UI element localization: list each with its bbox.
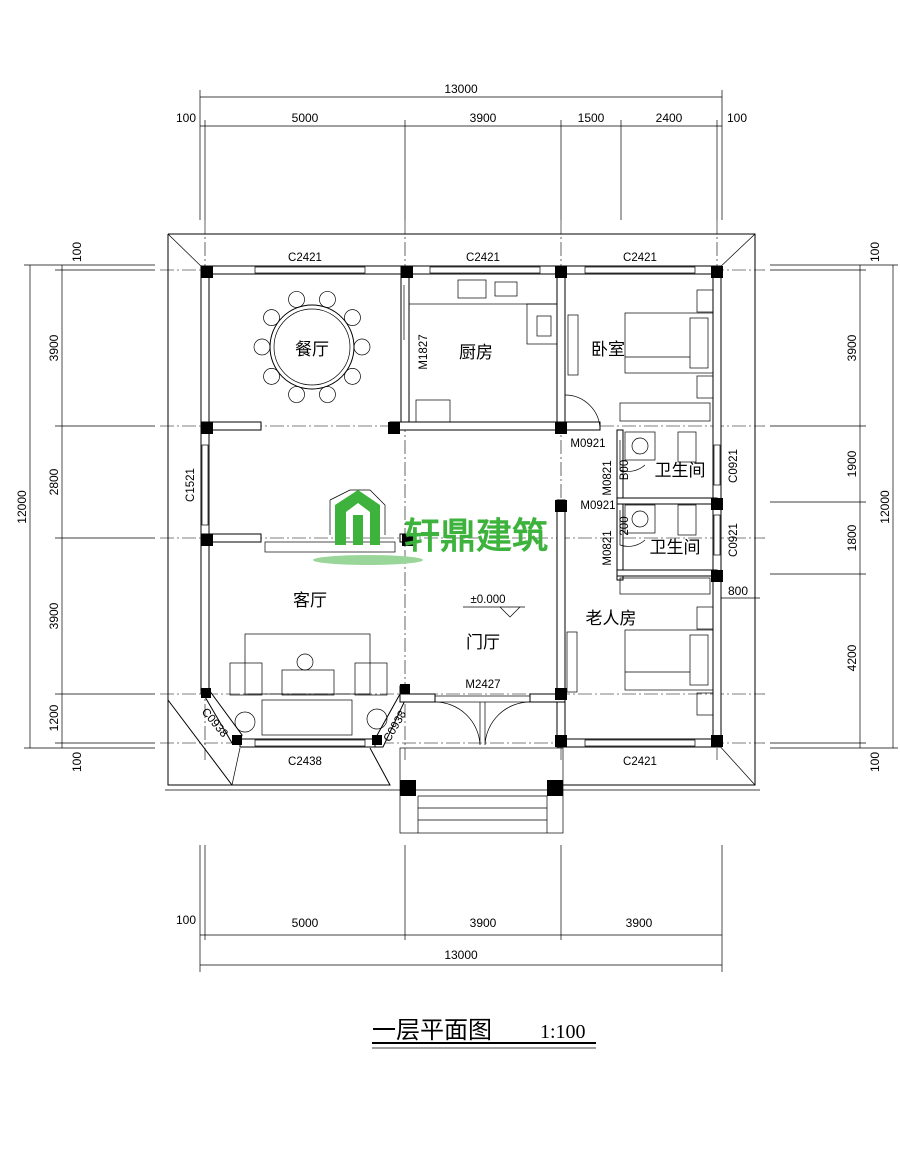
right-dim-6: 100 bbox=[868, 752, 882, 772]
room-bath-2: 卫生间 bbox=[650, 538, 701, 558]
window-tag: C2438 bbox=[288, 756, 322, 768]
window-tag: C0921 bbox=[728, 449, 740, 483]
right-dim-3: 1900 bbox=[845, 450, 859, 477]
top-total-dim: 13000 bbox=[444, 82, 478, 96]
dining-chair bbox=[263, 368, 280, 385]
window-tag: C1521 bbox=[185, 468, 197, 502]
left-dim-3: 2800 bbox=[47, 468, 61, 495]
roof-eaves bbox=[167, 233, 756, 786]
room-kitchen: 厨房 bbox=[459, 343, 493, 363]
top-dimension-lines bbox=[199, 90, 723, 220]
dining-chair bbox=[288, 291, 305, 308]
right-dim-5: 4200 bbox=[845, 644, 859, 671]
bottom-dimension-lines bbox=[199, 845, 723, 972]
interior-walls bbox=[200, 265, 718, 703]
window-tag: C2421 bbox=[623, 252, 657, 264]
left-dim-5: 1200 bbox=[47, 704, 61, 731]
stair bbox=[264, 489, 396, 553]
dining-chair bbox=[344, 309, 361, 326]
structural-columns bbox=[201, 266, 723, 796]
window-tag: C2421 bbox=[288, 252, 322, 264]
right-dimension-lines bbox=[717, 264, 898, 749]
dining-chair bbox=[288, 386, 305, 403]
drawing-scale: 1:100 bbox=[540, 1021, 586, 1043]
room-bath-1: 卫生间 bbox=[655, 461, 706, 481]
elevation-label: ±0.000 bbox=[470, 594, 505, 606]
kitchen-counter bbox=[408, 273, 558, 423]
sill-tag: B00 bbox=[619, 460, 631, 480]
right-dim-1: 100 bbox=[868, 242, 882, 262]
dining-chair bbox=[319, 386, 336, 403]
left-total-dim: 12000 bbox=[15, 490, 29, 524]
dining-chair bbox=[253, 338, 271, 356]
dining-chair bbox=[319, 291, 336, 308]
door-tag: M0921 bbox=[580, 500, 615, 512]
exterior-walls bbox=[200, 265, 722, 748]
axis-grid bbox=[160, 220, 765, 791]
top-dim-2: 5000 bbox=[292, 111, 319, 125]
bath-fixtures bbox=[624, 431, 697, 536]
room-elder: 老人房 bbox=[586, 609, 637, 629]
top-dim-3: 3900 bbox=[470, 111, 497, 125]
left-dimension-lines bbox=[24, 264, 155, 749]
right-dim-2: 3900 bbox=[845, 334, 859, 361]
bottom-dim-4: 3900 bbox=[626, 916, 653, 930]
bedroom-bed bbox=[619, 289, 714, 422]
watermark-text: 轩鼎建筑 bbox=[404, 516, 548, 557]
room-bedroom: 卧室 bbox=[591, 340, 625, 360]
left-dim-2: 3900 bbox=[47, 334, 61, 361]
dim-800: 800 bbox=[728, 584, 748, 598]
windows bbox=[201, 266, 721, 747]
drawing-title: 一层平面图 bbox=[372, 1016, 492, 1044]
top-dim-6: 100 bbox=[727, 111, 747, 125]
dining-chair bbox=[353, 338, 371, 356]
bottom-dim-2: 5000 bbox=[292, 916, 319, 930]
room-hall: 门厅 bbox=[466, 633, 500, 653]
bottom-dim-1: 100 bbox=[176, 913, 196, 927]
elder-room-bed bbox=[566, 314, 714, 716]
door-tag: M2427 bbox=[465, 679, 500, 691]
room-living: 客厅 bbox=[293, 591, 327, 611]
elevation-mark bbox=[463, 606, 525, 618]
door-tag: M0921 bbox=[570, 438, 605, 450]
dining-table bbox=[253, 291, 371, 403]
watermark-logo-icon bbox=[313, 490, 423, 565]
room-dining: 餐厅 bbox=[295, 340, 329, 360]
bottom-dim-3: 3900 bbox=[470, 916, 497, 930]
top-dim-5: 2400 bbox=[656, 111, 683, 125]
sill-tag: 200 bbox=[619, 516, 631, 535]
doors bbox=[403, 285, 646, 746]
bottom-total-dim: 13000 bbox=[444, 948, 478, 962]
living-furniture bbox=[229, 633, 388, 736]
dining-chair bbox=[263, 309, 280, 326]
window-tag: C2421 bbox=[466, 252, 500, 264]
left-dim-4: 3900 bbox=[47, 602, 61, 629]
left-dim-6: 100 bbox=[70, 752, 84, 772]
top-dim-4: 1500 bbox=[578, 111, 605, 125]
right-total-dim: 12000 bbox=[878, 490, 892, 524]
door-tag: M0821 bbox=[602, 530, 614, 565]
window-tag: C2421 bbox=[623, 756, 657, 768]
left-dim-1: 100 bbox=[70, 242, 84, 262]
door-tag: M1827 bbox=[418, 334, 430, 369]
door-tag: M0821 bbox=[602, 460, 614, 495]
entrance-steps bbox=[399, 747, 564, 834]
right-dim-4: 1800 bbox=[845, 524, 859, 551]
window-tag: C0921 bbox=[728, 523, 740, 557]
dining-chair bbox=[344, 368, 361, 385]
top-dim-1: 100 bbox=[176, 111, 196, 125]
